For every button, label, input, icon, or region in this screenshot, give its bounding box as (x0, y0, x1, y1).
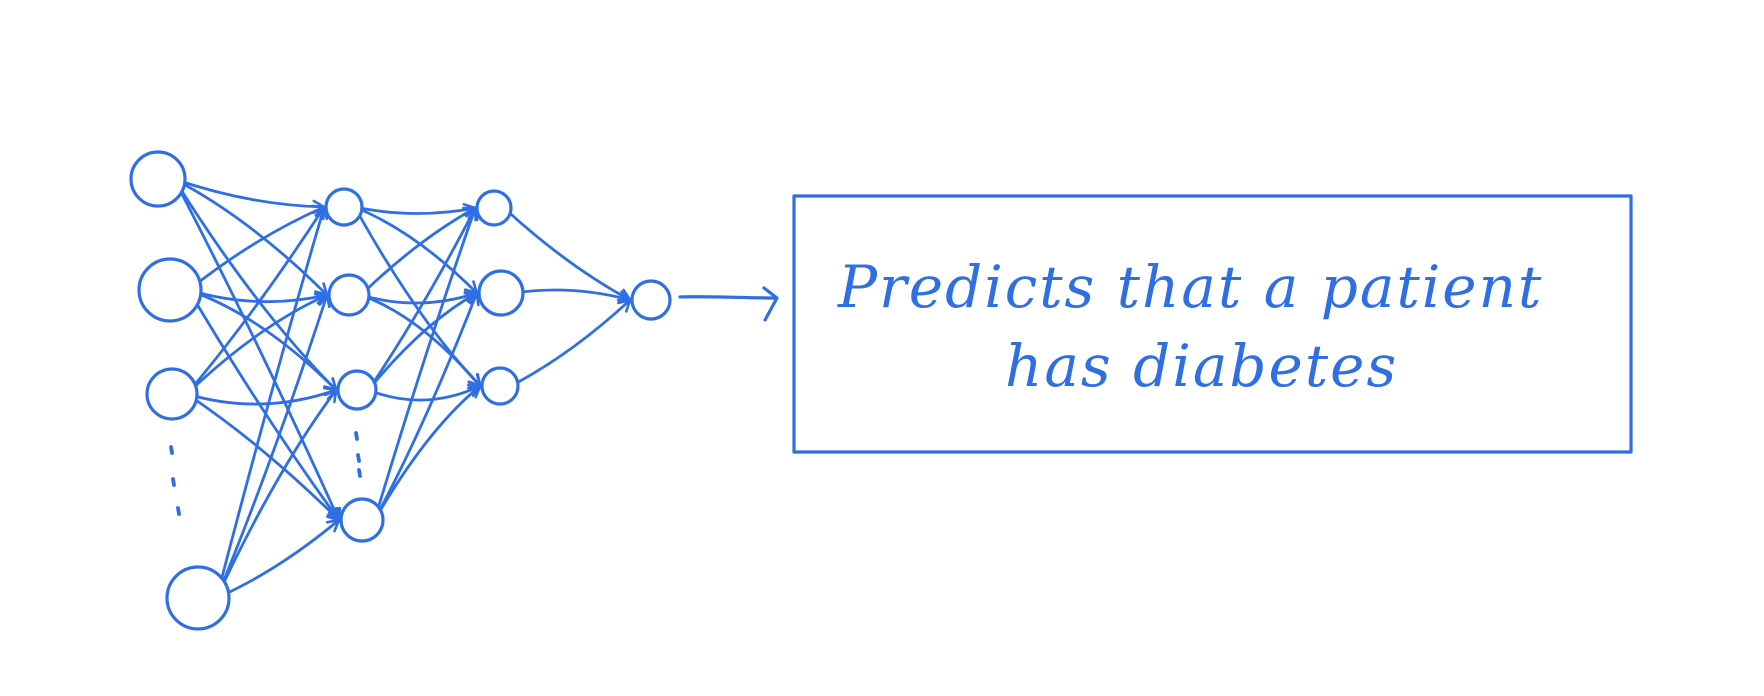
edge (215, 293, 329, 600)
edge (359, 206, 477, 297)
node-layer2-2 (327, 273, 371, 317)
ellipsis-dot (356, 453, 361, 463)
edge (373, 384, 482, 522)
edge (367, 384, 482, 402)
network-edges (172, 177, 632, 600)
edge (215, 205, 326, 600)
edge (172, 177, 326, 209)
edge-arrowhead (316, 293, 331, 309)
edge-arrowhead (467, 384, 482, 399)
edge (502, 206, 632, 302)
edge (512, 288, 632, 302)
edge (185, 205, 326, 396)
edge-arrowhead (323, 388, 338, 404)
edge-arrowhead (617, 298, 632, 313)
edge (172, 177, 341, 522)
edge (373, 291, 479, 522)
output-box (792, 194, 1633, 454)
network-nodes (129, 150, 672, 631)
ellipsis-dot (354, 431, 359, 441)
node-layer2-3 (336, 369, 378, 411)
output-box-line-1: Predicts that a patient (837, 253, 1543, 321)
ellipsis-dot (169, 445, 174, 455)
ellipsis-marks (169, 431, 362, 516)
edge (359, 291, 479, 305)
edge (215, 388, 338, 600)
edge-arrowhead (325, 518, 341, 533)
output-arrow-head (762, 286, 779, 322)
edge (373, 206, 477, 522)
edge (185, 392, 341, 522)
edge (509, 298, 632, 388)
edge (359, 293, 482, 388)
node-layer1-1 (129, 150, 187, 208)
edge-arrowhead (465, 206, 479, 222)
node-layer3-1 (475, 189, 513, 227)
node-layer2-4 (339, 497, 385, 543)
ellipsis-dot (357, 468, 362, 478)
output-box-line-2: has diabetes (1005, 332, 1398, 400)
node-layer1-4 (165, 565, 231, 631)
edge (187, 288, 338, 392)
edge (185, 388, 338, 406)
edge (187, 288, 341, 522)
edge-arrowhead (466, 291, 480, 307)
edge (215, 518, 341, 600)
node-layer1-2 (137, 257, 203, 323)
node-layer3-2 (477, 269, 525, 317)
edge (367, 206, 477, 392)
output-arrow (678, 295, 777, 300)
node-layer4-1 (630, 279, 672, 321)
node-layer1-3 (145, 367, 199, 421)
edge (172, 177, 329, 297)
node-layer3-3 (480, 366, 520, 406)
edge (367, 291, 479, 392)
edge (185, 293, 329, 396)
edge (187, 205, 326, 292)
ellipsis-dot (171, 477, 176, 487)
edge-arrowhead (314, 205, 329, 221)
arrowheads (310, 199, 632, 533)
edge (353, 205, 477, 215)
edge (353, 205, 479, 295)
ellipsis-dot (176, 506, 181, 516)
node-layer2-1 (324, 187, 364, 227)
